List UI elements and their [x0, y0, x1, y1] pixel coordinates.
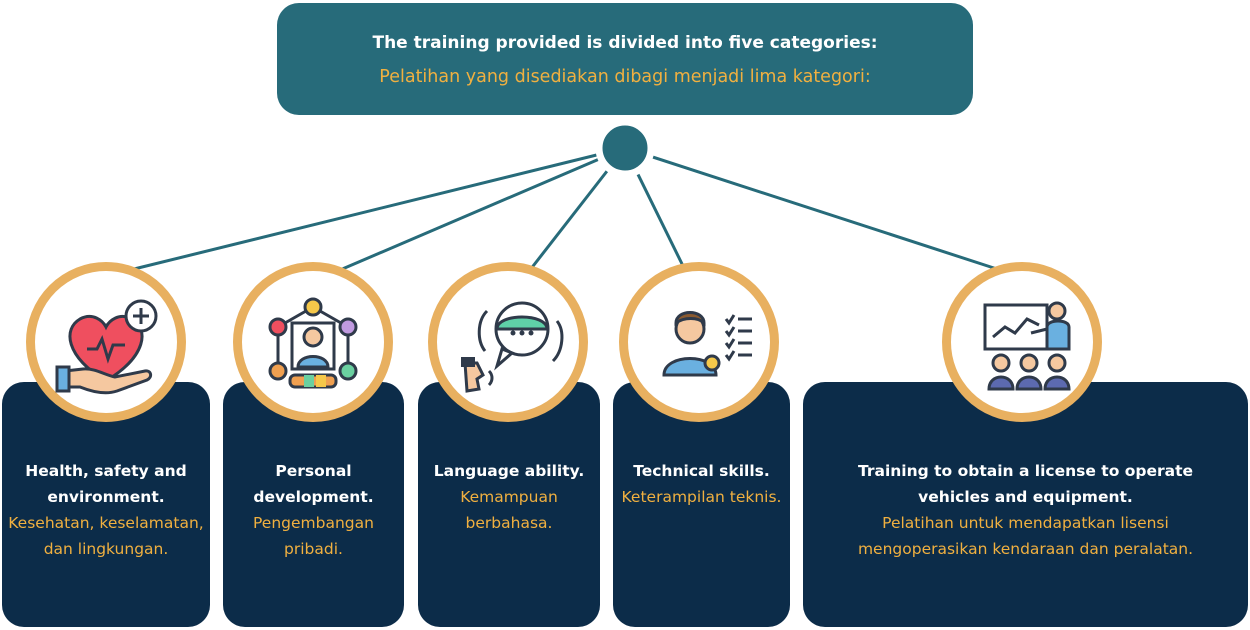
- header-banner: The training provided is divided into fi…: [277, 3, 973, 115]
- card-title-id: Keterampilan teknis.: [621, 488, 782, 506]
- circle-language: [428, 262, 588, 422]
- card-text: Technical skills. Keterampilan teknis.: [619, 458, 784, 510]
- card-title-id: Pelatihan untuk mendapatkan lisensi meng…: [857, 514, 1194, 558]
- card-title-en: Health, safety and environment.: [25, 462, 187, 506]
- category-card-personal: Personal development. Pengembangan priba…: [223, 382, 404, 627]
- card-title-en: Language ability.: [433, 462, 585, 480]
- header-subtitle: Pelatihan yang disediakan dibagi menjadi…: [379, 67, 871, 87]
- hub-node: [595, 118, 655, 178]
- heart-care-icon: [55, 299, 158, 395]
- category-card-technical: Technical skills. Keterampilan teknis.: [613, 382, 790, 627]
- circle-license: [942, 262, 1102, 422]
- presentation-class-icon: [983, 301, 1071, 391]
- category-card-language: Language ability. Kemampuan berbahasa.: [418, 382, 600, 627]
- card-text: Language ability. Kemampuan berbahasa.: [424, 458, 594, 536]
- card-title-id: Pengembangan pribadi.: [253, 514, 374, 558]
- language-globe-icon: [461, 301, 564, 393]
- card-title-en: Personal development.: [253, 462, 374, 506]
- card-text: Personal development. Pengembangan priba…: [229, 458, 398, 562]
- card-title-id: Kemampuan berbahasa.: [460, 488, 558, 532]
- circle-health: [26, 262, 186, 422]
- category-card-license: Training to obtain a license to operate …: [803, 382, 1248, 627]
- card-title-en: Training to obtain a license to operate …: [857, 462, 1194, 506]
- card-title-id: Kesehatan, keselamatan, dan lingkungan.: [8, 514, 204, 558]
- header-title: The training provided is divided into fi…: [372, 33, 878, 53]
- skills-checklist-icon: [662, 311, 752, 377]
- personal-network-icon: [268, 297, 358, 389]
- circle-personal: [233, 262, 393, 422]
- circle-technical: [619, 262, 779, 422]
- card-text: Training to obtain a license to operate …: [823, 458, 1228, 562]
- card-title-en: Technical skills.: [633, 462, 770, 480]
- card-text: Health, safety and environment. Kesehata…: [8, 458, 204, 562]
- category-card-health: Health, safety and environment. Kesehata…: [2, 382, 210, 627]
